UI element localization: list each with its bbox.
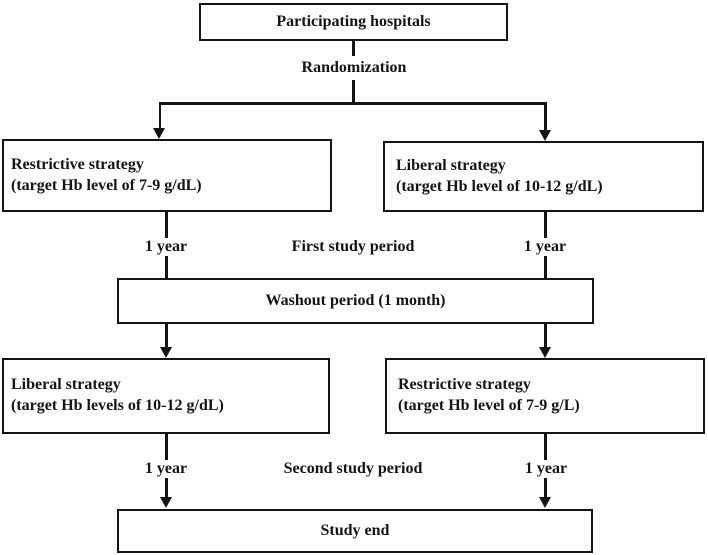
node-washout-period: Washout period (1 month): [117, 278, 594, 324]
label-year-right-first: 1 year: [518, 238, 572, 256]
node-label: Participating hospitals: [276, 12, 431, 30]
label-year-left-first: 1 year: [139, 238, 193, 256]
arrowhead-down-icon: [539, 130, 551, 141]
node-subtitle: (target Hb levels of 10-12 g/dL): [11, 397, 224, 414]
node-study-end: Study end: [117, 509, 593, 553]
branch-horizontal-line: [159, 102, 547, 105]
node-restrictive-strategy-second: Restrictive strategy (target Hb level of…: [385, 358, 705, 434]
node-subtitle: (target Hb level of 10-12 g/dL): [396, 177, 603, 195]
arrowhead-down-icon: [160, 347, 172, 358]
node-restrictive-strategy-first: Restrictive strategy (target Hb level of…: [2, 139, 332, 212]
node-liberal-strategy-second: Liberal strategy (target Hb levels of 10…: [2, 358, 330, 434]
node-label: Study end: [320, 521, 390, 539]
node-label: Washout period (1 month): [265, 291, 446, 309]
arrowhead-down-icon: [539, 497, 551, 508]
node-title: Restrictive strategy: [398, 376, 531, 394]
connector-washout-restrictive2: [544, 324, 547, 349]
label-randomization: Randomization: [296, 59, 412, 77]
label-first-study-period: First study period: [286, 238, 420, 256]
connector-hospitals-randomization: [352, 41, 355, 56]
branch-right-line: [544, 102, 547, 131]
label-second-study-period: Second study period: [278, 460, 428, 478]
node-liberal-strategy-first: Liberal strategy (target Hb level of 10-…: [383, 141, 704, 212]
node-title: Restrictive strategy: [11, 155, 144, 173]
node-title: Liberal strategy: [11, 376, 121, 394]
branch-left-line: [158, 102, 161, 129]
node-participating-hospitals: Participating hospitals: [199, 3, 508, 41]
label-year-right-second: 1 year: [519, 460, 573, 478]
node-title: Liberal strategy: [396, 156, 506, 174]
node-subtitle: (target Hb level of 7-9 g/L): [398, 397, 580, 414]
node-subtitle: (target Hb level of 7-9 g/dL): [11, 176, 202, 194]
connector-washout-liberal2: [165, 324, 168, 349]
label-year-left-second: 1 year: [139, 460, 193, 478]
arrowhead-down-icon: [153, 128, 165, 139]
arrowhead-down-icon: [539, 347, 551, 358]
connector-randomization-branch: [352, 80, 355, 103]
arrowhead-down-icon: [160, 497, 172, 508]
